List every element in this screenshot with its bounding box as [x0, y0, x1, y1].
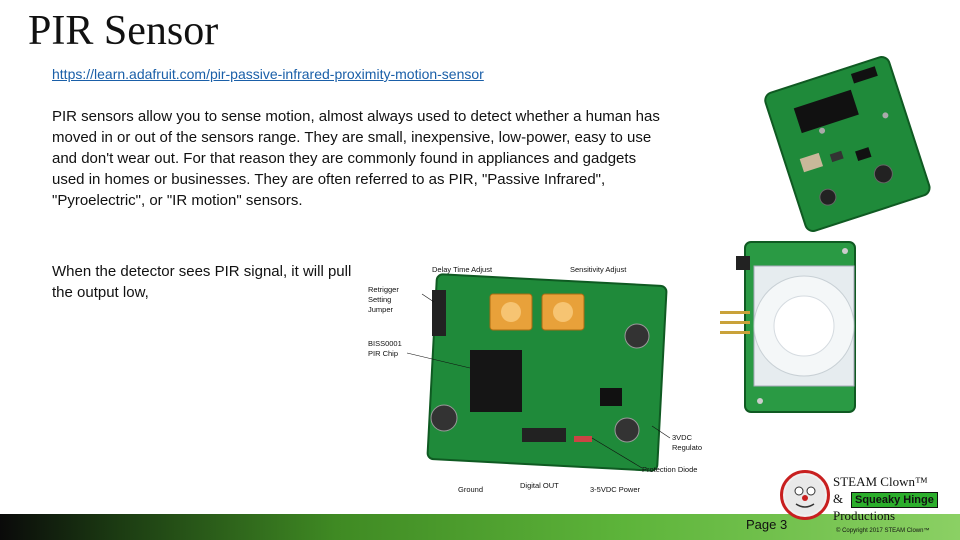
- adafruit-link[interactable]: https://learn.adafruit.com/pir-passive-i…: [52, 66, 484, 82]
- pir-board-diagram: Delay Time Adjust Sensitivity Adjust Ret…: [368, 265, 702, 494]
- label-digital-out: Digital OUT: [520, 481, 559, 490]
- label-diode: Protection Diode: [642, 465, 697, 474]
- label-power: 3-5VDC Power: [590, 485, 641, 494]
- steam-clown-brand: STEAM Clown™: [833, 474, 928, 489]
- label-retrigger-1: Retrigger: [368, 285, 399, 294]
- label-delay: Delay Time Adjust: [432, 265, 493, 274]
- label-sensitivity: Sensitivity Adjust: [570, 265, 627, 274]
- label-retrigger-2: Setting: [368, 295, 391, 304]
- copyright-text: © Copyright 2017 STEAM Clown™: [836, 528, 930, 534]
- intro-paragraph: PIR sensors allow you to sense motion, a…: [52, 108, 660, 209]
- pir-board-dome-photo: [720, 241, 856, 413]
- clown-logo-icon: [780, 470, 830, 520]
- label-chip-2: PIR Chip: [368, 349, 398, 358]
- label-regulator-1: 3VDC: [672, 433, 693, 442]
- productions-text: Productions: [833, 508, 896, 523]
- label-ground: Ground: [458, 485, 483, 494]
- detector-paragraph: When the detector sees PIR signal, it wi…: [52, 263, 352, 301]
- page-number: Page 3: [746, 517, 788, 532]
- brand-ampersand: &: [833, 491, 844, 506]
- footer-gradient-bar: [0, 514, 960, 540]
- label-retrigger-3: Jumper: [368, 305, 394, 314]
- pir-board-back-photo: [764, 56, 931, 232]
- label-regulator-2: Regulator: [672, 443, 702, 452]
- squeaky-hinge-badge: Squeaky Hinge: [851, 492, 938, 508]
- label-chip-1: BISS0001: [368, 339, 402, 348]
- slide-title: PIR Sensor: [28, 8, 219, 54]
